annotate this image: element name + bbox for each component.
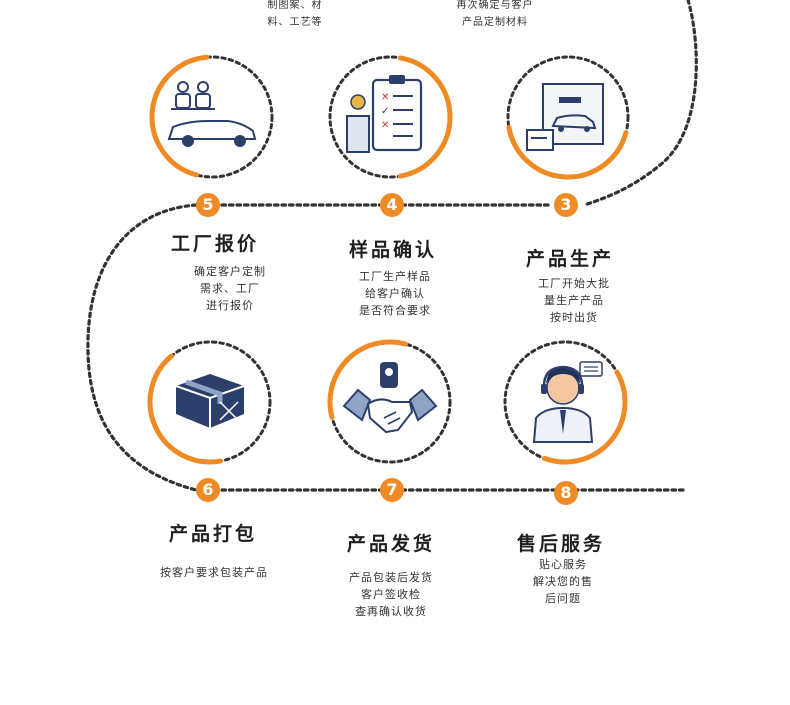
desc-line: 产品定制材料 <box>435 14 555 31</box>
desc-line: 进行报价 <box>170 297 290 314</box>
car-consultation-icon <box>163 77 263 157</box>
step-desc-6: 按客户要求包装产品 <box>160 564 284 581</box>
desc-line: 查再确认收货 <box>331 603 451 620</box>
step-desc-7: 产品包装后发货 客户签收检 查再确认收货 <box>331 569 451 620</box>
customer-service-icon <box>530 358 605 446</box>
top-left-description: 制图案、材 料、工艺等 <box>240 0 350 31</box>
desc-line: 是否符合要求 <box>335 302 455 319</box>
step-title-4: 样品确认 <box>338 235 448 262</box>
svg-text:✓: ✓ <box>381 106 389 117</box>
desc-line: 给客户确认 <box>335 285 455 302</box>
step-badge-7: 7 <box>380 478 404 502</box>
step-title-7: 产品发货 <box>336 529 446 556</box>
desc-line: 制图案、材 <box>240 0 350 14</box>
desc-line: 贴心服务 <box>503 556 623 573</box>
top-mid-description: 再次确定与客户 产品定制材料 <box>435 0 555 31</box>
svg-text:✕: ✕ <box>381 120 389 131</box>
checklist-presenter-icon: ✕ ✓ ✕ <box>343 72 433 157</box>
step-desc-8: 贴心服务 解决您的售 后问题 <box>503 556 623 607</box>
desc-line: 确定客户定制 <box>170 263 290 280</box>
step-badge-6: 6 <box>196 478 220 502</box>
step-badge-5: 5 <box>196 193 220 217</box>
step-desc-3: 工厂开始大批 量生产产品 按时出货 <box>514 275 634 326</box>
car-factory-icon <box>525 80 610 155</box>
desc-line: 产品包装后发货 <box>331 569 451 586</box>
desc-line: 客户签收检 <box>331 586 451 603</box>
svg-text:✕: ✕ <box>381 92 389 103</box>
package-box-icon <box>172 370 248 430</box>
desc-line: 量生产产品 <box>514 292 634 309</box>
step-title-6: 产品打包 <box>158 519 268 546</box>
step-badge-3: 3 <box>554 193 578 217</box>
desc-line: 解决您的售 <box>503 573 623 590</box>
desc-line: 工厂生产样品 <box>335 268 455 285</box>
handshake-icon <box>340 360 440 445</box>
desc-line: 后问题 <box>503 590 623 607</box>
desc-line: 按时出货 <box>514 309 634 326</box>
step-badge-8: 8 <box>554 481 578 505</box>
desc-line: 料、工艺等 <box>240 14 350 31</box>
step-title-8: 售后服务 <box>506 529 616 556</box>
step-title-3: 产品生产 <box>515 244 625 271</box>
desc-line: 需求、工厂 <box>170 280 290 297</box>
step-desc-5: 确定客户定制 需求、工厂 进行报价 <box>170 263 290 314</box>
desc-line: 再次确定与客户 <box>435 0 555 14</box>
step-badge-4: 4 <box>380 193 404 217</box>
step-desc-4: 工厂生产样品 给客户确认 是否符合要求 <box>335 268 455 319</box>
desc-line: 按客户要求包装产品 <box>160 564 284 581</box>
desc-line: 工厂开始大批 <box>514 275 634 292</box>
step-title-5: 工厂报价 <box>160 229 270 256</box>
